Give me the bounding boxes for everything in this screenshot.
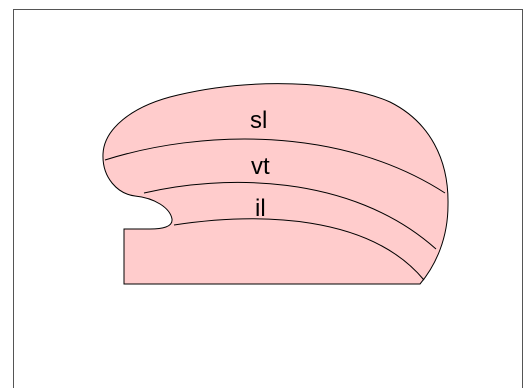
divider-curve-3 (173, 218, 425, 281)
divider-curve-1 (104, 138, 446, 194)
divider-curve-2 (143, 181, 437, 250)
label-vt: vt (251, 153, 270, 180)
label-il: il (255, 195, 266, 222)
label-sl: sl (250, 107, 267, 134)
